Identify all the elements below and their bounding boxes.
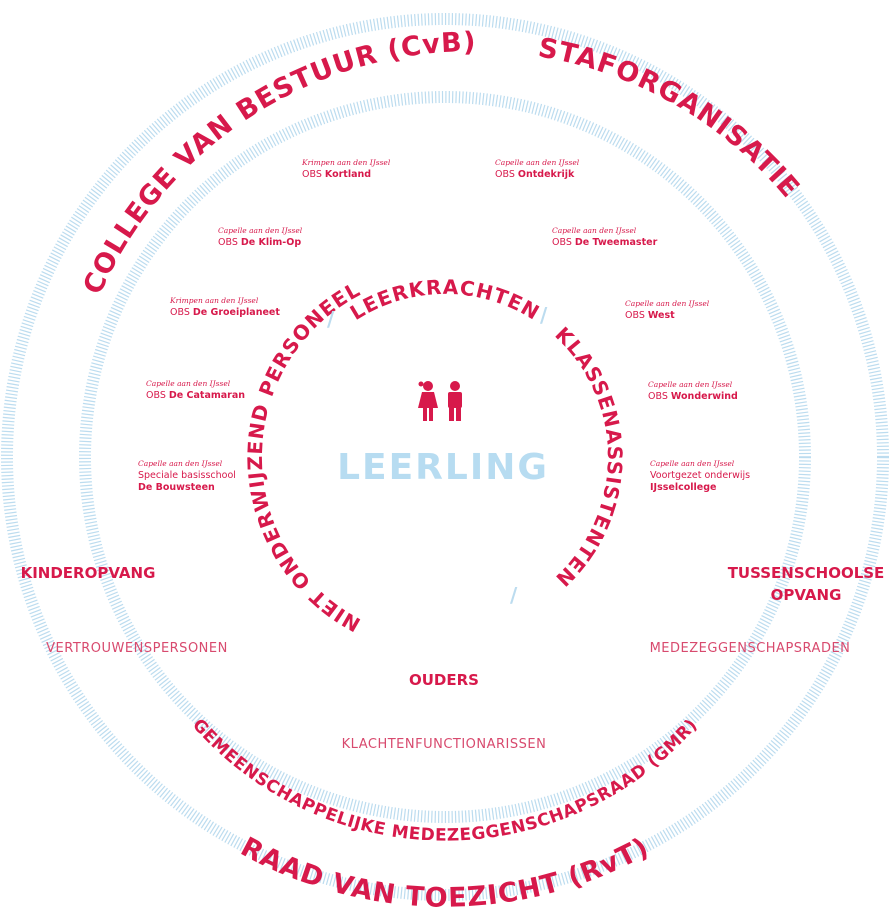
school-city: Capelle aan den IJssel bbox=[648, 380, 733, 389]
separator-2: / bbox=[540, 303, 548, 327]
school-name: De Catamaran bbox=[169, 390, 245, 401]
label-klassenassistenten: KLASSENASSISTENTEN bbox=[551, 322, 628, 592]
school-city: Capelle aan den IJssel bbox=[138, 459, 223, 468]
school-name: De Bouwsteen bbox=[138, 482, 215, 493]
school-name: Wonderwind bbox=[671, 391, 738, 402]
school-prefix: OBS bbox=[552, 237, 575, 248]
center-title: LEERLING bbox=[337, 447, 549, 488]
separator-3: / bbox=[510, 583, 518, 607]
label-klachtenfunctionarissen: KLACHTENFUNCTIONARISSEN bbox=[342, 737, 547, 752]
outer-ring bbox=[1, 13, 889, 901]
school-name: Ontdekrijk bbox=[518, 169, 575, 180]
school-prefix: OBS bbox=[146, 390, 169, 401]
school-prefix: OBS bbox=[302, 169, 325, 180]
school-city: Capelle aan den IJssel bbox=[650, 459, 735, 468]
label-staforganisatie: STAFORGANISATIE bbox=[536, 32, 806, 204]
school-prefix: OBS bbox=[625, 310, 648, 321]
school-name: West bbox=[648, 310, 675, 321]
school-prefix: OBS bbox=[495, 169, 518, 180]
label-gmr: GEMEENSCHAPPELIJKE MEDEZEGGENSCHAPSRAAD … bbox=[188, 715, 702, 846]
school-name-line: OBS De Groeiplaneet bbox=[170, 307, 280, 318]
school-city: Krimpen aan den IJssel bbox=[169, 296, 259, 305]
school-city: Krimpen aan den IJssel bbox=[301, 158, 391, 167]
label-ouders: OUDERS bbox=[409, 671, 479, 689]
school-name: IJsselcollege bbox=[650, 482, 716, 493]
school-prefix: Speciale basisschool bbox=[138, 470, 236, 481]
label-opvang: OPVANG bbox=[771, 586, 842, 604]
school-name-line: OBS Ontdekrijk bbox=[495, 169, 575, 180]
school-city: Capelle aan den IJssel bbox=[218, 226, 303, 235]
school-name-line: OBS De Tweemaster bbox=[552, 237, 658, 248]
inner-ring bbox=[251, 263, 639, 651]
label-medezeggenschapsraden: MEDEZEGGENSCHAPSRADEN bbox=[650, 641, 851, 656]
separator-1: / bbox=[327, 307, 335, 331]
school-prefix: Voortgezet onderwijs bbox=[650, 470, 750, 481]
label-leerkrachten: LEERKRACHTEN bbox=[346, 275, 544, 325]
school-name: Kortland bbox=[325, 169, 371, 180]
school-city: Capelle aan den IJssel bbox=[146, 379, 231, 388]
school-prefix: OBS bbox=[648, 391, 671, 402]
children-icon bbox=[418, 381, 462, 421]
school-city: Capelle aan den IJssel bbox=[495, 158, 580, 167]
school-name-line: OBS De Klim-Op bbox=[218, 237, 301, 248]
school-name-line: OBS West bbox=[625, 310, 675, 321]
school-name: De Groeiplaneet bbox=[193, 307, 280, 318]
school-prefix: OBS bbox=[218, 237, 241, 248]
school-name: De Tweemaster bbox=[575, 237, 658, 248]
school-prefix: OBS bbox=[170, 307, 193, 318]
label-cvb: COLLEGE VAN BESTUUR (CvB) bbox=[77, 27, 476, 299]
label-vertrouwenspersonen: VERTROUWENSPERSONEN bbox=[46, 641, 228, 656]
school-city: Capelle aan den IJssel bbox=[552, 226, 637, 235]
school-name-line: OBS Wonderwind bbox=[648, 391, 738, 402]
label-tussenschoolse: TUSSENSCHOOLSE bbox=[728, 564, 885, 582]
school-name-line: OBS Kortland bbox=[302, 169, 371, 180]
school-city: Capelle aan den IJssel bbox=[625, 299, 710, 308]
school-name-line: OBS De Catamaran bbox=[146, 390, 245, 401]
label-kinderopvang: KINDEROPVANG bbox=[21, 564, 156, 582]
school-name: De Klim-Op bbox=[241, 237, 301, 248]
